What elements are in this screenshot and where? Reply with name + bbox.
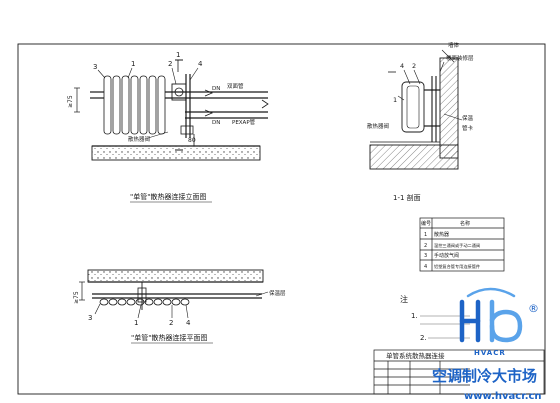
label-valve: 散热器阀 xyxy=(128,135,150,143)
watermark-name: 空调制冷大市场 xyxy=(432,367,537,385)
callout-2: 2 xyxy=(168,60,172,68)
callout-3: 3 xyxy=(93,63,97,71)
legend-row-1-name: 散热器 xyxy=(434,231,449,238)
label-support: 管卡 xyxy=(462,124,474,132)
legend-text: 编号 名称 1 散热器 2 温控三通阀或手动二通阀 3 手动放气阀 4 铝塑复合… xyxy=(421,220,480,270)
legend-row-4-number: 4 xyxy=(424,264,427,270)
plan-view xyxy=(79,269,269,319)
legend-row-3-number: 3 xyxy=(424,253,427,259)
watermark-url: www.hvacr.cn xyxy=(464,391,542,402)
label-80: 80 xyxy=(188,137,196,144)
callout-1: 1 xyxy=(131,60,135,68)
notes: 注 1. 2. xyxy=(400,294,427,342)
section-callout-1: 1 xyxy=(393,96,397,104)
plan-callout-2: 2 xyxy=(169,319,173,327)
elevation-view xyxy=(74,59,269,161)
callout-4: 4 xyxy=(198,60,203,68)
label-floor-finish: 楼面装修层 xyxy=(446,54,474,62)
legend-row-4-name: 铝塑复合管专用连接管件 xyxy=(434,263,480,270)
watermark-brand: HVACR xyxy=(474,349,506,357)
note-2: 2. xyxy=(420,334,427,342)
radiator-columns xyxy=(103,75,166,135)
legend-row-3-name: 手动放气阀 xyxy=(434,252,459,259)
legend-header-number: 编号 xyxy=(421,220,431,227)
plan-labels: 3 1 2 4 保温层 ≥75 "单管"散热器连接平面图 xyxy=(73,289,286,342)
watermark-registered-mark: ® xyxy=(528,302,539,315)
title-block-title: 单管系统散热器连接 xyxy=(386,351,445,360)
note-1: 1. xyxy=(411,312,418,320)
legend-row-2-number: 2 xyxy=(424,243,427,249)
legend-header-name: 名称 xyxy=(460,220,470,227)
plan-radiator xyxy=(99,298,190,306)
section-view xyxy=(369,49,463,170)
title-block xyxy=(373,349,545,395)
section-callout-4: 4 xyxy=(400,62,404,70)
label-pipe: 双面管 xyxy=(227,82,244,90)
legend-row-2-name: 温控三通阀或手动二通阀 xyxy=(434,242,480,249)
elevation-title: "单管"散热器连接立面图 xyxy=(130,192,206,201)
label-insulation: 保温 xyxy=(462,114,474,122)
dimension-plan: ≥75 xyxy=(73,291,80,304)
sheet-border xyxy=(17,43,546,395)
legend-row-1-number: 1 xyxy=(424,232,427,238)
plan-title: "单管"散热器连接平面图 xyxy=(131,333,207,342)
plan-callout-1: 1 xyxy=(134,319,138,327)
elevation-labels: 1 3 1 2 4 双面管 DN DN PEXAP管 散热器阀 80 ≥75 "… xyxy=(67,51,256,201)
section-callout-2: 2 xyxy=(412,62,416,70)
plan-callout-4: 4 xyxy=(186,319,191,327)
plan-callout-3: 3 xyxy=(88,314,92,322)
watermark: ® HVACR 空调制冷大市场 www.hvacr.cn xyxy=(432,287,542,402)
hvacr-logo-icon xyxy=(459,287,523,343)
notes-title: 注 xyxy=(400,294,408,304)
legend-table xyxy=(419,217,505,272)
section-labels: 4 2 1 墙体 楼面装修层 保温 管卡 散热器阀 1-1 剖面 xyxy=(367,41,474,202)
label-dn-2: DN xyxy=(212,120,220,126)
label-valve-section: 散热器阀 xyxy=(367,122,389,130)
dimension-vertical: ≥75 xyxy=(67,95,74,108)
section-title: 1-1 剖面 xyxy=(393,193,421,202)
label-wall: 墙体 xyxy=(448,41,460,49)
plan-label-note: 保温层 xyxy=(269,289,286,297)
label-pex: PEXAP管 xyxy=(232,118,256,126)
elevation-section-mark: 1 xyxy=(176,51,180,59)
label-dn-1: DN xyxy=(212,86,220,92)
